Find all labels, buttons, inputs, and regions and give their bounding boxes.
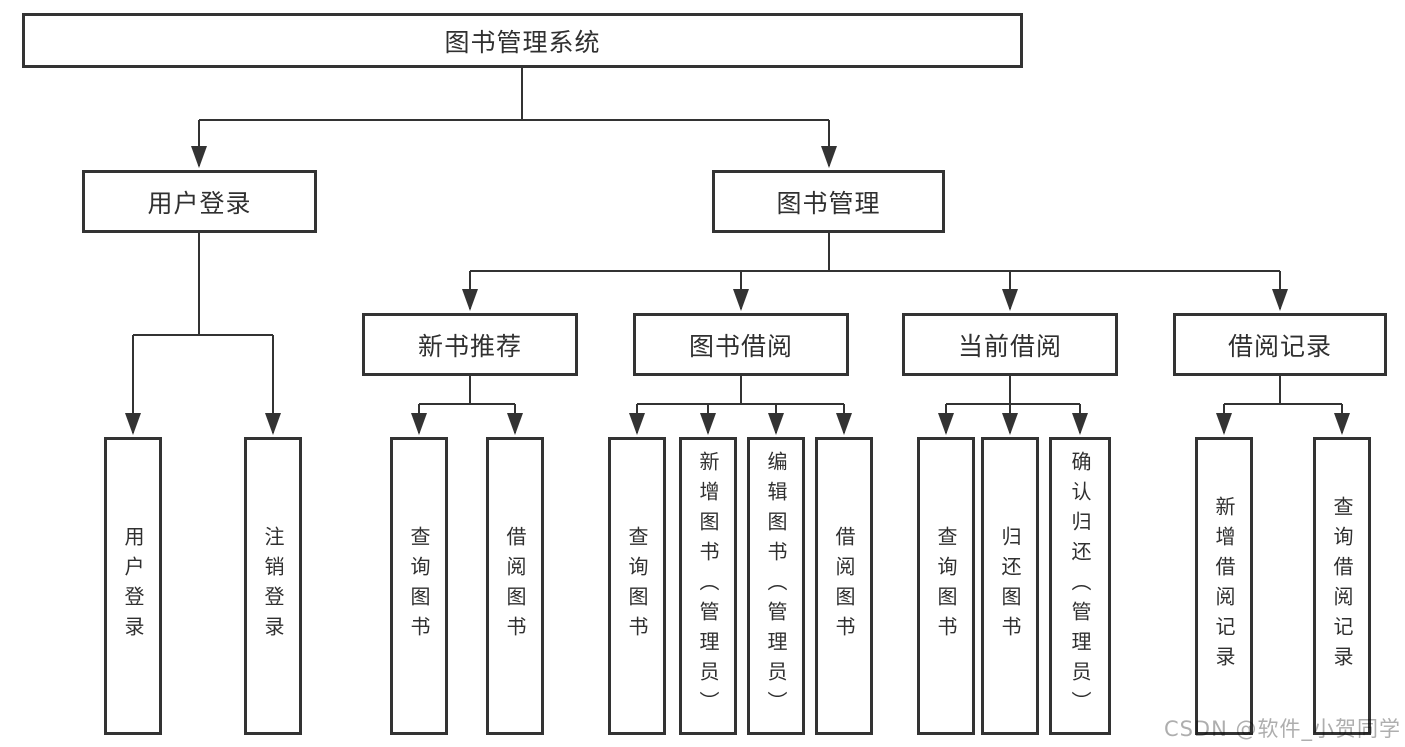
node-label: 查询借阅记录 xyxy=(1330,496,1354,676)
leaf-query-books: 查询图书 xyxy=(608,437,666,735)
leaf-query-books-recommend: 查询图书 xyxy=(390,437,448,735)
leaf-borrow-books-recommend: 借阅图书 xyxy=(486,437,544,735)
leaf-user-login: 用户登录 xyxy=(104,437,162,735)
node-book-borrowing: 图书借阅 xyxy=(633,313,849,376)
node-new-book-recommend: 新书推荐 xyxy=(362,313,578,376)
node-book-management: 图书管理 xyxy=(712,170,945,233)
node-label: 查询图书 xyxy=(934,526,958,646)
leaf-edit-books-admin: 编辑图书（管理员） xyxy=(747,437,805,735)
leaf-add-books-admin: 新增图书（管理员） xyxy=(679,437,737,735)
node-label: 当前借阅 xyxy=(957,331,1062,361)
leaf-query-borrow-record: 查询借阅记录 xyxy=(1313,437,1371,735)
node-label: 图书借阅 xyxy=(688,331,793,361)
node-borrowing-records: 借阅记录 xyxy=(1173,313,1387,376)
csdn-watermark: CSDN @软件_小贺同学 xyxy=(1163,717,1401,741)
node-label: 查询图书 xyxy=(625,526,649,646)
node-label: 新增图书（管理员） xyxy=(696,451,720,721)
node-user-login: 用户登录 xyxy=(82,170,317,233)
leaf-borrow-books: 借阅图书 xyxy=(815,437,873,735)
node-label: 图书管理 xyxy=(776,188,881,218)
leaf-logout: 注销登录 xyxy=(244,437,302,735)
node-label: 编辑图书（管理员） xyxy=(764,451,788,721)
leaf-confirm-return-admin: 确认归还（管理员） xyxy=(1049,437,1111,735)
node-label: 借阅记录 xyxy=(1227,331,1332,361)
node-label: 用户登录 xyxy=(121,526,145,646)
node-label: 用户登录 xyxy=(147,188,252,218)
node-label: 归还图书 xyxy=(998,526,1022,646)
node-root-system: 图书管理系统 xyxy=(22,13,1023,68)
node-label: 图书管理系统 xyxy=(444,27,601,57)
node-current-borrowing: 当前借阅 xyxy=(902,313,1118,376)
node-label: 借阅图书 xyxy=(832,526,856,646)
node-label: 新增借阅记录 xyxy=(1212,496,1236,676)
node-label: 确认归还（管理员） xyxy=(1068,451,1092,721)
leaf-return-books: 归还图书 xyxy=(981,437,1039,735)
leaf-add-borrow-record: 新增借阅记录 xyxy=(1195,437,1253,735)
node-label: 查询图书 xyxy=(407,526,431,646)
node-label: 新书推荐 xyxy=(417,331,522,361)
node-label: 注销登录 xyxy=(261,526,285,646)
node-label: 借阅图书 xyxy=(503,526,527,646)
leaf-query-books-current: 查询图书 xyxy=(917,437,975,735)
